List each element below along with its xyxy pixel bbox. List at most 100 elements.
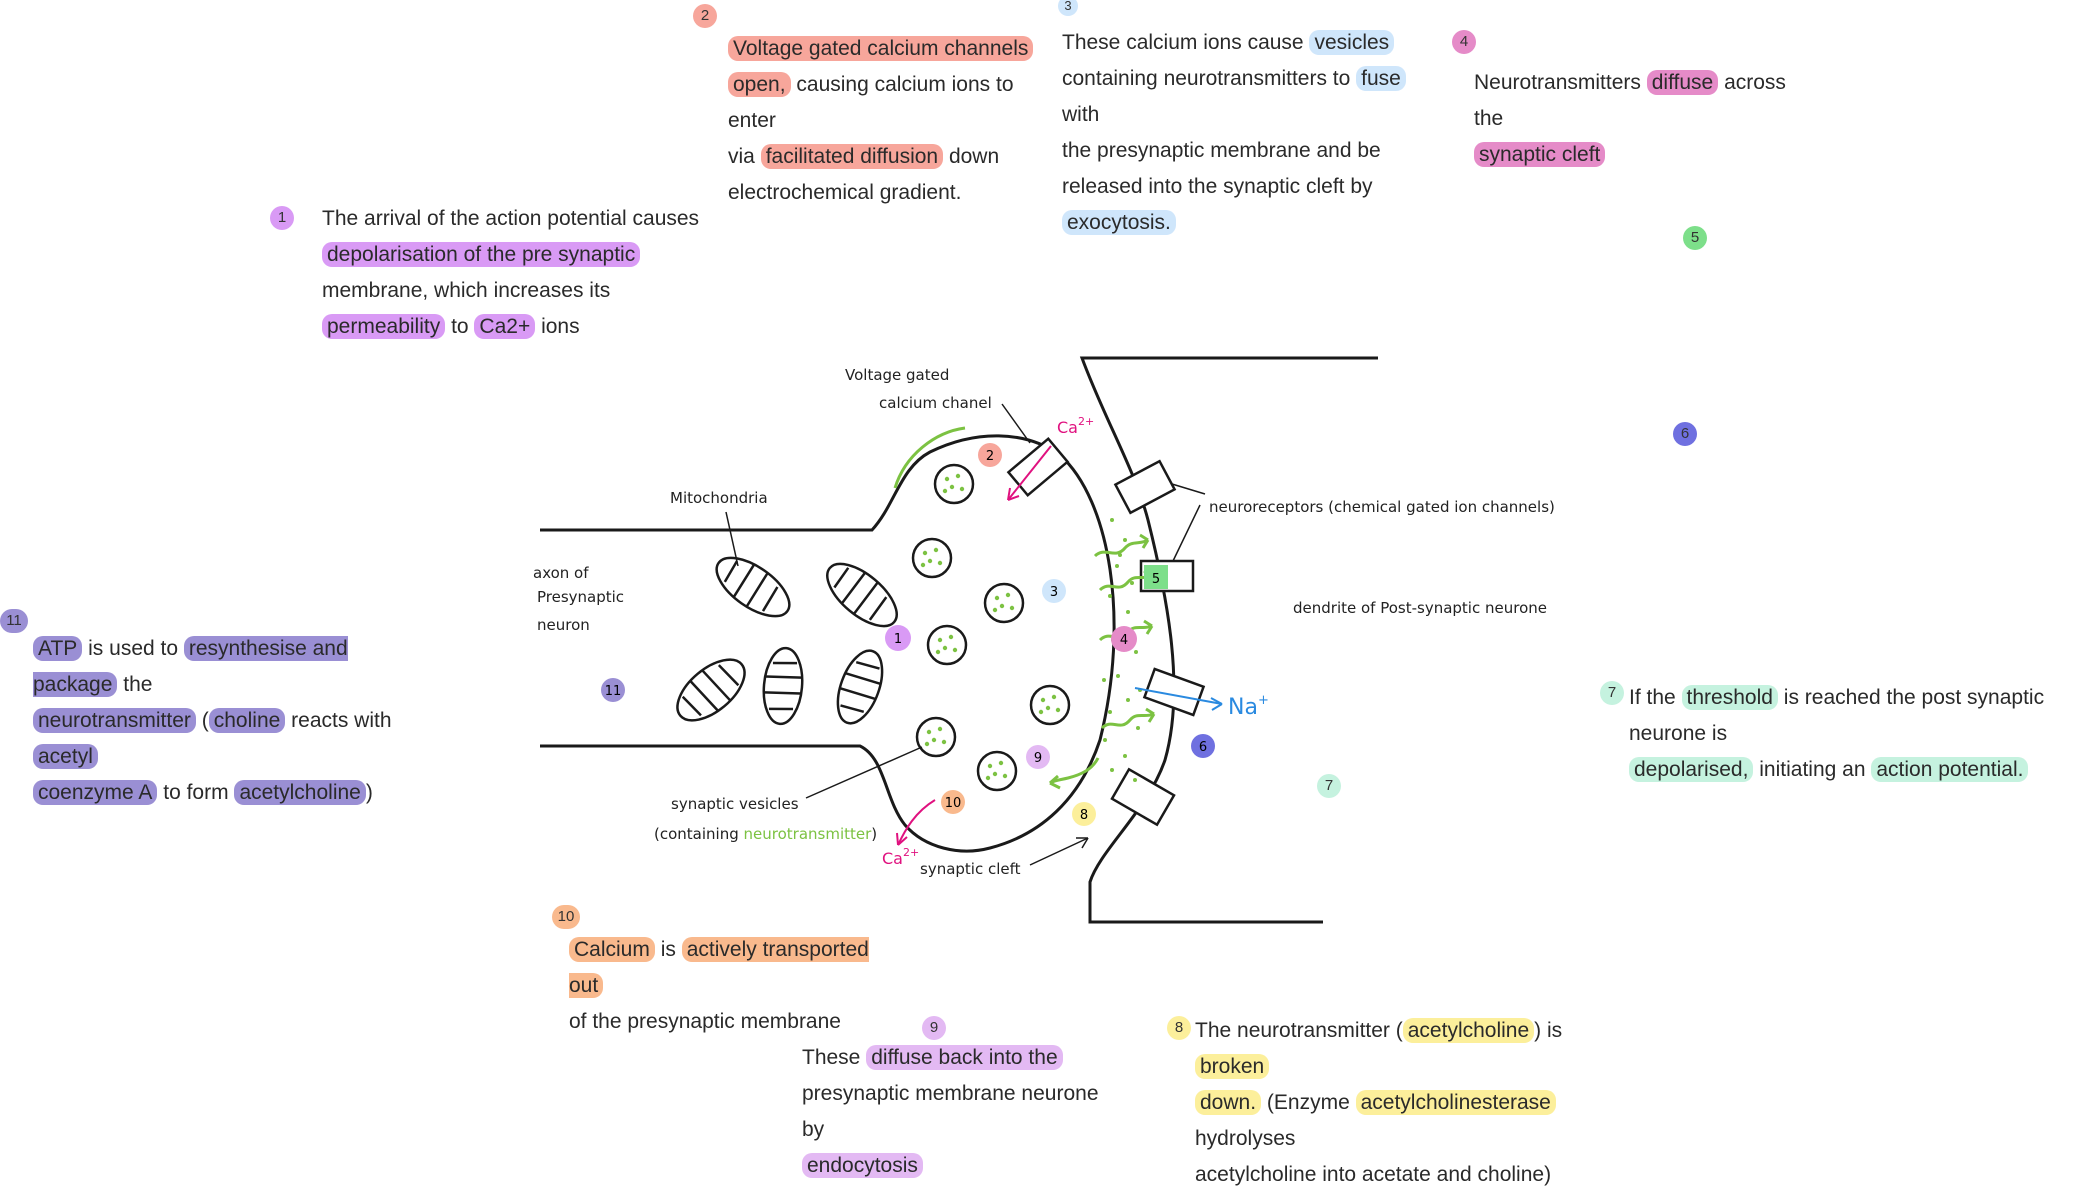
step-7-text: If the <box>1629 686 1676 709</box>
step-11-text: the <box>123 673 153 696</box>
step-2-badge: 2 <box>693 4 717 28</box>
mitochondria-label: Mitochondria <box>670 489 768 507</box>
mitochondrion <box>676 658 746 722</box>
step-2-highlight: Voltage gated calcium channels <box>728 36 1034 61</box>
vgcc-pointer-line <box>1001 403 1031 444</box>
step-11-highlight: acetylcholine <box>234 780 366 805</box>
neuroreceptor <box>1110 767 1176 827</box>
svg-text:6: 6 <box>1199 740 1207 755</box>
step-11-badge: 11 <box>0 609 28 633</box>
svg-text:10: 10 <box>945 796 962 811</box>
mitochondrion <box>826 562 898 628</box>
svg-text:2: 2 <box>986 449 994 464</box>
step-8-highlight: down. <box>1195 1090 1262 1115</box>
step-1-note: The arrival of the action potential caus… <box>322 201 702 345</box>
step-3-highlight: exocytosis. <box>1062 210 1176 235</box>
step-11-note: ATP is used to resynthesise and package … <box>33 631 433 811</box>
step-3-highlight: vesicles <box>1309 30 1395 55</box>
step-9-highlight: diffuse back into the <box>866 1045 1063 1070</box>
synaptic-vesicle <box>915 716 957 758</box>
dendrite-label: dendrite of Post-synaptic neurone <box>1293 599 1547 617</box>
step-8-text: acetylcholine into acetate and choline) <box>1195 1163 1552 1186</box>
step-9-badge: 9 <box>922 1016 946 1040</box>
synapse-diagram: Na+ Ca2+ Ca2+ Voltage gated calcium chan… <box>533 356 1555 924</box>
mitochondrion <box>836 649 884 725</box>
neuroreceptors-label: neuroreceptors (chemical gated ion chann… <box>1209 498 1555 516</box>
step-1-text: The arrival of the action potential caus… <box>322 207 700 230</box>
step-4-text: across the <box>1474 71 1786 130</box>
step-10-text: is <box>660 938 676 961</box>
axon-label-line3: neuron <box>537 616 590 634</box>
step-10-badge: 10 <box>552 905 580 929</box>
synaptic-vesicle <box>926 624 968 666</box>
step-2-text: via <box>728 145 755 168</box>
neuroreceptor <box>1142 667 1206 717</box>
synaptic-vesicle <box>911 537 953 579</box>
step-1-highlight: Ca2+ <box>474 314 536 339</box>
step-2-text: electrochemical gradient. <box>728 181 962 204</box>
mitochondrion <box>762 646 804 726</box>
step-9-highlight: endocytosis <box>802 1153 923 1178</box>
ca-top-label: Ca2+ <box>1057 415 1094 437</box>
step-8-badge: 8 <box>1167 1016 1191 1040</box>
diffusion-arrows <box>1049 533 1156 790</box>
cleft-label: synaptic cleft <box>920 860 1021 878</box>
step-8-highlight: broken <box>1195 1054 1270 1079</box>
step-1-text: to <box>451 315 469 338</box>
mitochondria-group <box>676 556 898 726</box>
step-3-note: These calcium ions cause vesicles contai… <box>1062 25 1412 241</box>
step-5-badge: 5 <box>1683 226 1707 250</box>
svg-text:8: 8 <box>1080 808 1088 823</box>
step-11-highlight: choline <box>208 708 286 733</box>
cleft-neurotransmitters <box>1102 518 1142 782</box>
presynaptic-membrane <box>540 434 1116 853</box>
step-1-text: membrane, which increases its <box>322 279 611 302</box>
step-8-highlight: acetylcholinesterase <box>1355 1090 1556 1115</box>
step-1-text: ions <box>541 315 580 338</box>
step-8-text: The neurotransmitter ( <box>1195 1019 1403 1042</box>
step-7-diagram-badge: 7 <box>1317 774 1341 798</box>
step-4-highlight: synaptic cleft <box>1474 142 1606 167</box>
mitochondrion <box>715 556 791 618</box>
axon-label-line2: Presynaptic <box>537 588 624 606</box>
step-2-highlight: facilitated diffusion <box>760 144 944 169</box>
step-4-highlight: diffuse <box>1646 70 1719 95</box>
svg-text:1: 1 <box>894 632 902 647</box>
synaptic-vesicle <box>976 750 1018 792</box>
mitochondria-pointer <box>725 511 739 567</box>
postsynaptic-membrane <box>1079 356 1378 924</box>
diagram-badges: 2 3 1 4 5 6 8 9 10 11 <box>601 443 1215 826</box>
step-3-text: released into the synaptic cleft by <box>1062 175 1373 198</box>
synaptic-vesicle <box>1029 684 1071 726</box>
step-7-text: initiating an <box>1759 758 1866 781</box>
step-1-badge: 1 <box>270 206 294 230</box>
step-3-highlight: fuse <box>1356 66 1406 91</box>
step-3-text: containing neurotransmitters to <box>1062 67 1351 90</box>
step-8-text: hydrolyses <box>1195 1127 1296 1150</box>
axon-label-line1: axon of <box>533 564 589 582</box>
step-7-highlight: threshold <box>1681 685 1778 710</box>
step-3-text: the presynaptic membrane and be <box>1062 139 1381 162</box>
svg-text:11: 11 <box>605 684 622 699</box>
vesicles-label-line2: (containing neurotransmitter) <box>654 825 877 843</box>
svg-text:3: 3 <box>1050 585 1058 600</box>
step-7-highlight: depolarised, <box>1629 757 1754 782</box>
step-9-note: These diffuse back into the presynaptic … <box>802 1040 1102 1184</box>
green-arc <box>893 426 966 489</box>
step-4-note: Neurotransmitters diffuse across the syn… <box>1474 65 1814 173</box>
ca-outward-arrow <box>897 799 936 846</box>
neuroreceptor <box>1113 459 1177 515</box>
step-11-text: ) <box>365 781 373 804</box>
step-2-text: causing calcium ions to enter <box>728 73 1014 132</box>
step-2-highlight: open, <box>728 72 791 97</box>
step-3-text: with <box>1062 103 1100 126</box>
step-11-highlight: coenzyme A <box>33 780 158 805</box>
step-8-note: The neurotransmitter (acetylcholine) is … <box>1195 1013 1615 1193</box>
step-9-text: These <box>802 1046 861 1069</box>
step-3-badge: 3 <box>1058 0 1078 16</box>
step-7-note: If the threshold is reached the post syn… <box>1629 680 2089 788</box>
vgcc-label-line1: Voltage gated <box>845 366 949 384</box>
neuroreceptor-pointer <box>1172 504 1201 562</box>
step-11-text: to form <box>163 781 229 804</box>
step-7-highlight: action potential. <box>1871 757 2029 782</box>
